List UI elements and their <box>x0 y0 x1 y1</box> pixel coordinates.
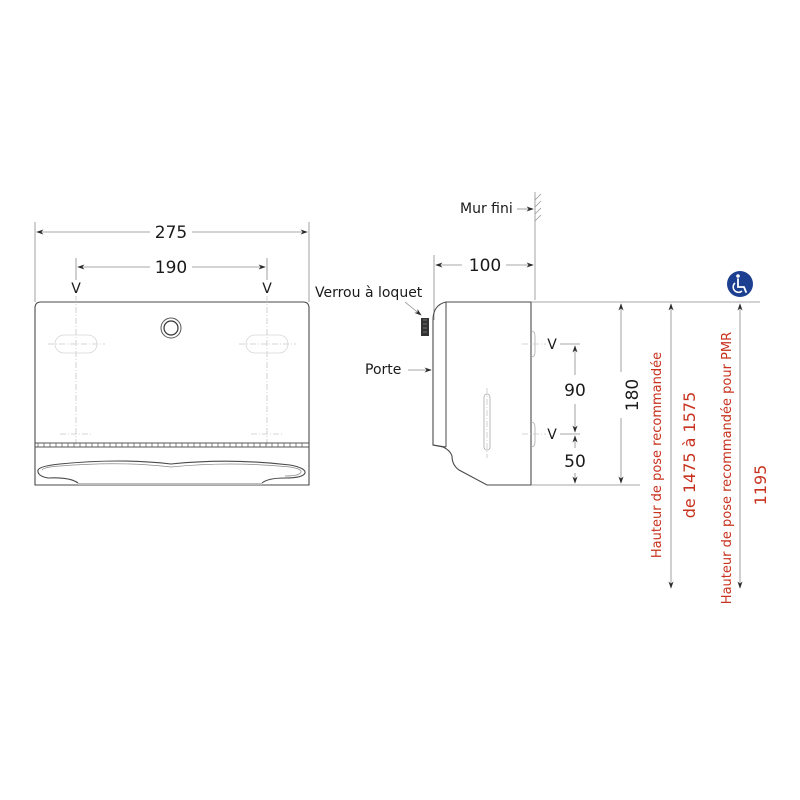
fixing-vertical-spacing-dimension: 90 <box>564 345 586 433</box>
cutter-strip <box>35 442 309 448</box>
depth-dimension: 100 <box>433 255 534 320</box>
front-view: 275 190 V V <box>34 222 310 486</box>
fixing-marker-bottom: V <box>547 427 557 443</box>
fixing-vertical-spacing-label: 90 <box>564 381 586 401</box>
towel-exit-slot <box>37 460 306 484</box>
wheelchair-icon <box>727 271 753 297</box>
finished-wall: Mur fini <box>460 192 542 300</box>
pmr-height-value: 1195 <box>751 465 770 506</box>
depth-label: 100 <box>469 256 501 276</box>
bottom-offset-label: 50 <box>564 452 586 472</box>
recommended-height-value: de 1475 à 1575 <box>680 392 699 519</box>
overall-width-dimension: 275 <box>36 223 308 243</box>
pmr-height-title: Hauteur de pose recommandée pour PMR <box>720 332 735 604</box>
bottom-offset-dimension: 50 <box>564 435 586 484</box>
lock-circle-icon <box>160 317 182 339</box>
fixing-marker-right: V <box>262 281 272 297</box>
door-label: Porte <box>365 362 401 378</box>
fixing-spacing-dimension: 190 <box>75 258 268 280</box>
lock-label: Verrou à loquet <box>315 285 423 301</box>
side-view: Mur fini 100 Verrou à loquet Porte <box>315 192 760 486</box>
wall-label: Mur fini <box>460 201 513 217</box>
overall-width-label: 275 <box>155 223 187 243</box>
recommended-height-title: Hauteur de pose recommandée <box>650 352 665 558</box>
fixing-spacing-label: 190 <box>155 258 187 278</box>
dispenser-front-outline <box>34 301 310 486</box>
fixing-marker-top: V <box>547 337 557 353</box>
height-dimension: 180 <box>618 303 643 484</box>
fixing-marker-left: V <box>71 281 81 297</box>
lock-latch-icon <box>421 318 429 336</box>
mounting-heights: Hauteur de pose recommandée de 1475 à 15… <box>650 271 770 604</box>
height-label: 180 <box>623 379 643 411</box>
dispenser-side-outline <box>432 301 532 486</box>
